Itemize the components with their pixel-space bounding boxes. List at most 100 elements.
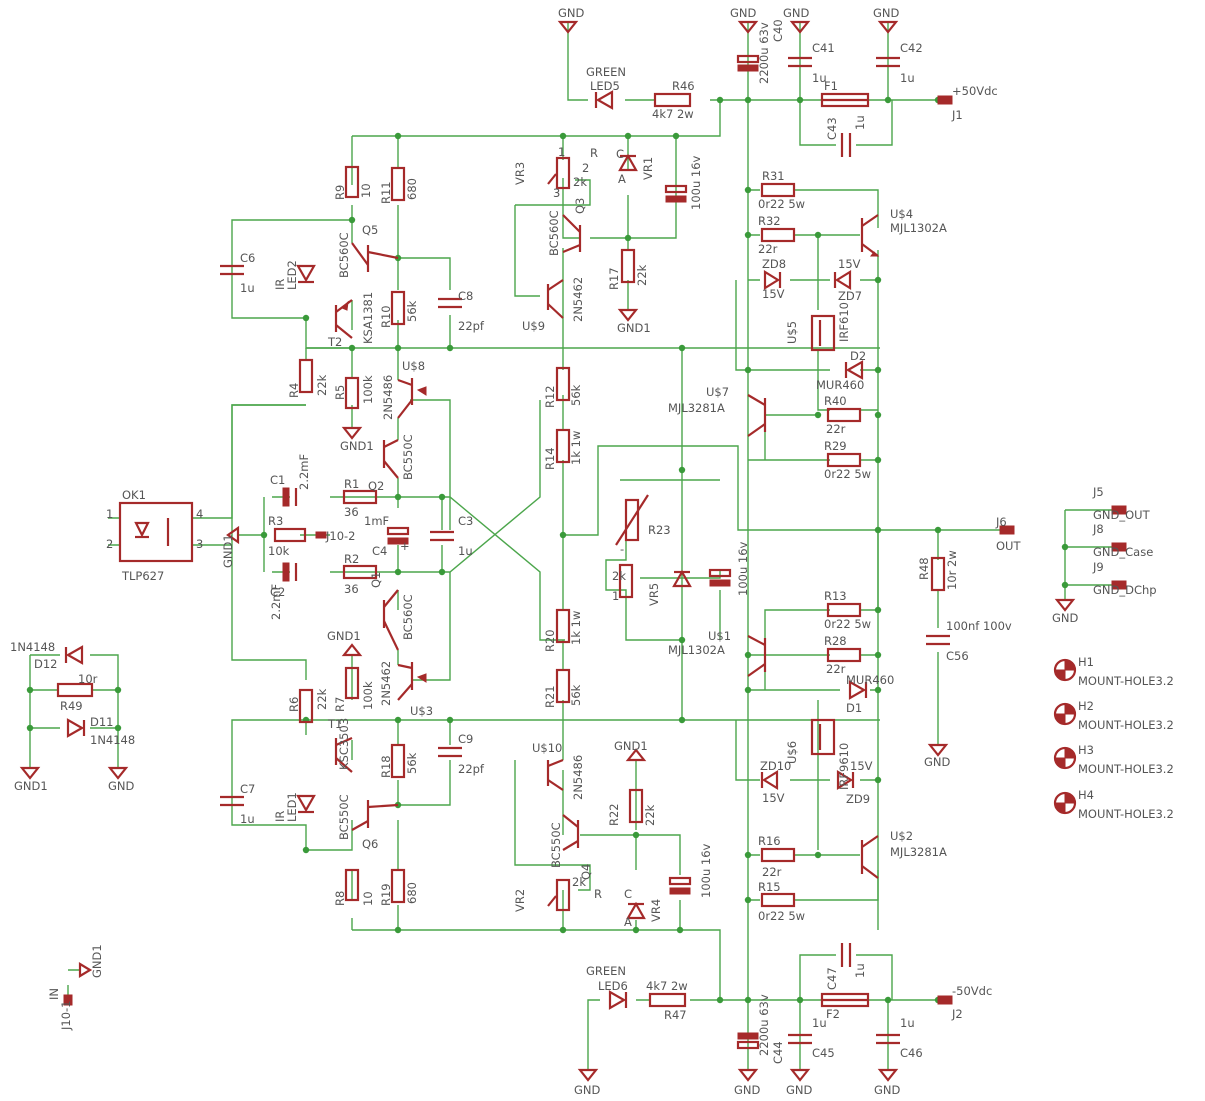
f1-label: F1 (824, 79, 838, 93)
r49-value: 10r (78, 672, 98, 686)
j2-net-label: -50Vdc (952, 984, 992, 998)
t1-label: T1 (327, 717, 342, 731)
ground-icon (617, 308, 639, 322)
wire-network (29, 22, 1118, 1070)
r46-value: 4k7 2w (652, 107, 694, 121)
zd8-label: ZD8 (762, 257, 786, 271)
u10-label: U$10 (532, 741, 562, 755)
u4-symbol (860, 214, 880, 257)
q4-value: BC550C (549, 822, 563, 868)
r2-label: R2 (344, 552, 359, 566)
j9-label: J9 (1092, 560, 1104, 574)
u2-symbol (860, 835, 879, 879)
led2-label: LED2 (285, 260, 299, 290)
c41-label: C41 (812, 41, 835, 55)
r18-label: R18 (379, 755, 393, 778)
r3-symbol (273, 527, 307, 543)
c7-label: C7 (240, 782, 255, 796)
ground-icon (577, 1068, 599, 1082)
pin-label: 1 (612, 589, 619, 603)
c41-value: 1u (812, 71, 827, 85)
ground-icon (1054, 598, 1076, 612)
r48-label: R48 (917, 557, 931, 580)
r47-label: R47 (664, 1008, 687, 1022)
vr4-symbol (626, 901, 646, 920)
r8-label: R8 (333, 891, 347, 906)
u8-label: U$8 (402, 359, 425, 373)
gnd1-label: GND1 (614, 739, 648, 753)
r13-symbol (826, 602, 862, 618)
r9-label: R9 (333, 185, 347, 200)
j6-net-label: OUT (996, 539, 1021, 553)
r1-symbol (342, 489, 378, 505)
cvr1-value: 100u 16v (689, 155, 703, 210)
r8-value: 10 (361, 891, 375, 906)
r10-symbol (390, 290, 406, 326)
r16-value: 22r (762, 865, 782, 879)
r12-value: 56k (569, 384, 583, 406)
resistor-symbols (56, 92, 946, 1008)
c4-label: C4 (372, 544, 387, 558)
r31-label: R31 (762, 169, 785, 183)
r46-symbol (653, 92, 692, 108)
c43-value: 1u (853, 115, 867, 130)
pin-label: R (590, 146, 598, 160)
ok1-label: OK1 (122, 488, 146, 502)
t1-value: KSC3503 (337, 718, 351, 770)
zd7-label: ZD7 (838, 289, 862, 303)
c7-symbol (220, 795, 244, 807)
c47-symbol (840, 943, 852, 967)
r2-symbol (342, 564, 378, 580)
u10-symbol (546, 758, 564, 791)
u10-value: 2N5486 (571, 755, 585, 800)
gnd-label: GND (924, 755, 951, 769)
r18-symbol (390, 743, 406, 779)
r13-value: 0r22 5w (824, 617, 871, 631)
c42-label: C42 (900, 41, 923, 55)
r5-value: 100k (361, 375, 375, 404)
pin-label: R (594, 887, 602, 901)
pin-label: - (620, 542, 624, 556)
c8-symbol (438, 297, 462, 309)
j1-pad (937, 95, 953, 105)
r48-value: 10r 2w (945, 550, 959, 590)
j5-net-label: GND_OUT (1093, 508, 1151, 522)
ground-icon (107, 766, 129, 780)
r22-value: 22k (643, 804, 657, 826)
h2-icon (1053, 702, 1077, 726)
q5-value: BC560C (337, 232, 351, 278)
r14-value: 1k 1w (569, 431, 583, 465)
t2-value: KSA1381 (361, 292, 375, 344)
u7-label: U$7 (706, 385, 729, 399)
r12-symbol (555, 366, 571, 402)
cvr4-symbol (668, 876, 692, 895)
r13-label: R13 (824, 589, 847, 603)
r4-value: 22k (315, 374, 329, 396)
ok1-value: TLP627 (121, 569, 164, 583)
r29-label: R29 (824, 439, 847, 453)
r7-label: R7 (333, 697, 347, 712)
gnd-label: GND (873, 6, 900, 20)
c44-symbol (736, 1032, 760, 1050)
r49-label: R49 (60, 699, 83, 713)
gnd-label: GND (730, 6, 757, 20)
r28-symbol (826, 647, 862, 663)
q2-label: Q2 (368, 479, 384, 493)
u6-label: U$6 (785, 741, 799, 764)
c9-value: 22pf (458, 762, 485, 776)
j2-label: J2 (951, 1007, 963, 1021)
vr5-pot-symbol (618, 563, 634, 599)
r17-symbol (620, 248, 636, 284)
led1-symbol (296, 794, 316, 814)
c40-label: C40 (771, 19, 785, 42)
u2-value: MJL3281A (890, 845, 947, 859)
vr1-label: VR1 (641, 157, 655, 180)
c43-symbol (840, 133, 852, 157)
j8-label: J8 (1092, 522, 1104, 536)
gnd1-label: GND1 (327, 629, 361, 643)
zd10-label: ZD10 (760, 759, 791, 773)
c6-symbol (220, 264, 244, 276)
r9-symbol (344, 165, 360, 199)
gnd1-label: GND1 (340, 439, 374, 453)
r17-label: R17 (607, 267, 621, 290)
